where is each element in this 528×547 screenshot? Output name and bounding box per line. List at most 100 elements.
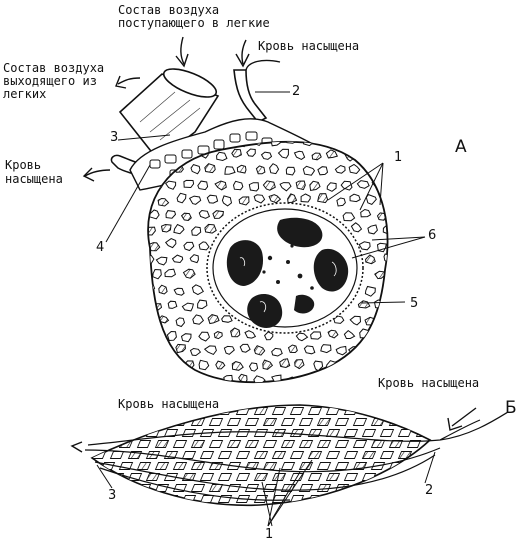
capillary-cell-b xyxy=(379,495,395,503)
capillary-cell xyxy=(216,151,228,162)
capillary-cell-b xyxy=(307,473,323,481)
capillary-cell xyxy=(304,377,315,383)
capillary-cell xyxy=(158,284,168,295)
pointer-lines xyxy=(105,91,426,304)
capillary-cell xyxy=(302,165,316,176)
capillary-cell xyxy=(332,141,345,147)
capillary-cell xyxy=(148,344,154,356)
capillary-cell-b xyxy=(361,495,377,503)
capillary-cell-b xyxy=(397,407,413,415)
capillary-cell-b xyxy=(253,473,269,481)
capillary-cell xyxy=(344,359,355,369)
capillary-cell-b xyxy=(415,429,430,437)
capillary-cell-b xyxy=(154,418,170,426)
capillary-cell-b xyxy=(253,495,269,503)
capillary-cell xyxy=(309,180,321,191)
capillary-cell xyxy=(382,197,388,207)
capillary-cell-b xyxy=(352,440,368,448)
capillary-cell xyxy=(277,148,289,159)
label-air-in: Состав воздуха поступающего в легкие xyxy=(118,3,270,30)
capillary-cell-b xyxy=(361,407,377,415)
capillary-cell xyxy=(248,182,260,192)
capillary-cell xyxy=(212,210,224,219)
capillary-cell-b xyxy=(316,440,332,448)
capillary-cell-b xyxy=(190,440,206,448)
capillary-cell xyxy=(203,345,217,356)
capillary-cell xyxy=(279,358,291,369)
capillary-cell xyxy=(188,195,202,205)
capillary-cell-b xyxy=(343,429,359,437)
capillary-cell xyxy=(135,242,145,250)
capillary-cell xyxy=(221,315,233,323)
label-blood-left: Кровь насыщена xyxy=(5,158,63,186)
label-blood-b-right: Кровь насыщена xyxy=(378,376,480,390)
capillary-cell xyxy=(157,197,170,207)
capillary-cell-b xyxy=(334,462,350,470)
capillary-cell xyxy=(204,163,216,174)
capillary-cell xyxy=(244,330,257,339)
capillary-cell xyxy=(232,180,244,191)
capillary-cell xyxy=(191,226,202,236)
capillary-cell xyxy=(213,331,223,340)
label-blood-top: Кровь насыщена xyxy=(258,39,360,53)
capillary-cell xyxy=(198,331,211,342)
capillary-cell-b xyxy=(100,440,116,448)
capillary-cell xyxy=(372,361,385,371)
capillary-cell-b xyxy=(318,397,331,404)
capillary-cell-b xyxy=(217,451,233,459)
capillary-cell-b xyxy=(370,484,386,492)
capillary-cell-b xyxy=(435,474,448,481)
capillary-cell xyxy=(135,362,145,370)
flow-arrows-a xyxy=(82,36,250,182)
capillary-cell xyxy=(171,254,184,264)
number-5: 5 xyxy=(410,296,419,311)
capillary-cell xyxy=(326,182,337,192)
capillary-cell xyxy=(269,163,280,175)
capillary-cell xyxy=(294,359,305,370)
capillary-cell-b xyxy=(424,462,430,470)
capillary-cell-b xyxy=(127,495,143,503)
capillary-cell xyxy=(349,315,362,326)
capillary-cell xyxy=(214,180,227,191)
capillary-cell xyxy=(300,193,311,203)
capillary-cell-b xyxy=(336,397,349,404)
capillary-cell-b xyxy=(271,407,287,415)
capillary-cell xyxy=(164,238,177,249)
capillary-cell-b xyxy=(145,473,161,481)
capillary-cell xyxy=(364,285,376,297)
capillary-cell-b xyxy=(163,429,179,437)
capillary-cell xyxy=(207,314,220,325)
capillary-cell xyxy=(205,376,217,383)
capillary-cell xyxy=(238,373,248,383)
capillary-cell xyxy=(148,376,156,383)
capillary-cell xyxy=(293,150,306,160)
capillary-cell-b xyxy=(352,418,368,426)
capillary-cell xyxy=(376,212,388,221)
number-2-bottom: 2 xyxy=(425,483,434,498)
capillary-cell xyxy=(156,345,170,356)
capillary-cell xyxy=(253,194,266,204)
capillary-cell xyxy=(310,331,322,340)
capillary-cell xyxy=(348,163,361,175)
capillary-cell-b xyxy=(343,473,359,481)
capillary-cell xyxy=(367,224,378,235)
capillary-cell xyxy=(190,164,201,175)
capillary-cell xyxy=(317,166,329,176)
capillary-cell-b xyxy=(408,397,421,404)
number-6: 6 xyxy=(428,228,437,243)
capillary-cell xyxy=(163,358,176,369)
capillary-cell xyxy=(183,179,195,189)
capillary-cell-b xyxy=(406,440,422,448)
capillary-cell-b xyxy=(154,440,170,448)
capillary-cell xyxy=(158,375,169,383)
capillary-cell-b xyxy=(172,440,188,448)
capillary-cell xyxy=(285,166,296,176)
capillary-cell-b xyxy=(307,451,323,459)
capillary-cell xyxy=(189,254,199,264)
number-2-top: 2 xyxy=(292,84,301,99)
number-1-bottom: 1 xyxy=(265,527,274,542)
capillary-cell xyxy=(262,359,274,370)
capillary-cell-b xyxy=(228,397,241,404)
capillary-cell xyxy=(138,272,146,280)
